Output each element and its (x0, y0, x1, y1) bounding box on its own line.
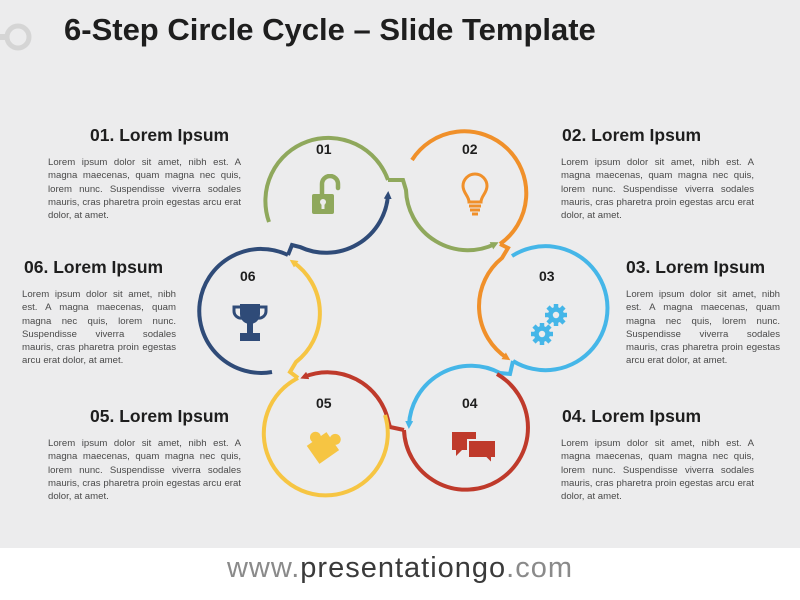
cycle-connector-02 (477, 242, 511, 361)
cycle-arc-01 (263, 135, 390, 223)
step-02-heading: 02. Lorem Ipsum (562, 125, 702, 145)
website-footer: www.presentationgo.com (0, 552, 800, 585)
cycle-arc-06 (197, 246, 289, 375)
step-03-number: 03 (539, 268, 555, 284)
step-04-number: 04 (462, 395, 478, 411)
cycle-arc-02 (410, 129, 529, 246)
step-04-heading: 04. Lorem Ipsum (562, 406, 702, 426)
circle-cycle-diagram (197, 129, 610, 498)
cycle-connector-05 (287, 259, 322, 380)
slide: 6-Step Circle Cycle – Slide Template 01.… (0, 0, 800, 548)
cycle-connector-03 (405, 360, 515, 429)
step-03-heading: 03. Lorem Ipsum (626, 257, 766, 277)
unlocked-padlock-icon (312, 174, 341, 214)
gears-icon (531, 304, 567, 345)
footer-suffix: .com (506, 552, 573, 584)
step-04-text: Lorem ipsum dolor sit amet, nibh est. A … (561, 438, 754, 503)
step-05-text: Lorem ipsum dolor sit amet, nibh est. A … (48, 438, 241, 503)
title-ring-icon (0, 23, 32, 51)
step-06-text: Lorem ipsum dolor sit amet, nibh est. A … (22, 289, 176, 367)
cycle-connector-06 (286, 191, 392, 256)
puzzle-piece-icon (306, 431, 341, 464)
lightbulb-icon (461, 172, 489, 216)
step-06-heading: 06. Lorem Ipsum (24, 257, 164, 277)
trophy-icon (232, 304, 268, 341)
footer-prefix: www. (226, 552, 301, 584)
step-02-text: Lorem ipsum dolor sit amet, nibh est. A … (561, 157, 754, 222)
speech-bubbles-icon (452, 432, 497, 466)
step-03-text: Lorem ipsum dolor sit amet, nibh est. A … (626, 289, 780, 367)
step-02-number: 02 (462, 141, 478, 157)
cycle-connector-01 (388, 178, 499, 253)
cycle-arc-03 (510, 244, 610, 373)
step-06-number: 06 (240, 268, 256, 284)
cycle-arc-05 (261, 376, 390, 498)
slide-title: 6-Step Circle Cycle – Slide Template (64, 12, 596, 47)
step-05-heading: 05. Lorem Ipsum (90, 406, 230, 426)
cycle-arc-04 (402, 372, 530, 492)
step-01-text: Lorem ipsum dolor sit amet, nibh est. A … (48, 157, 241, 222)
footer-brand: presentationgo (300, 552, 507, 584)
step-05-number: 05 (316, 395, 332, 411)
step-01-number: 01 (316, 141, 332, 157)
step-01-heading: 01. Lorem Ipsum (90, 125, 230, 145)
